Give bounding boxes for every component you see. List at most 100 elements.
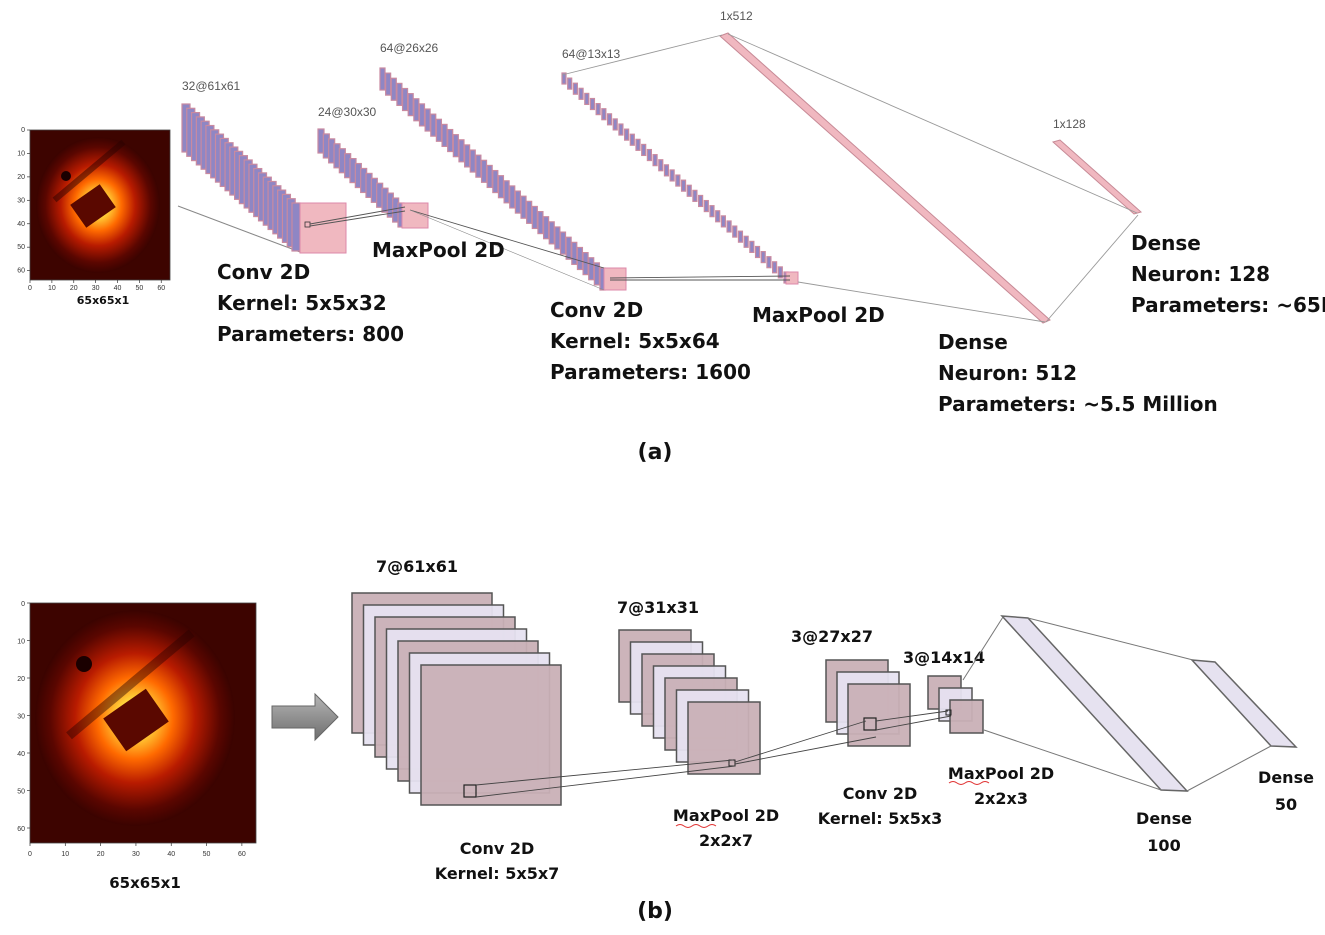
- conv1-label-a: Conv 2D Kernel: 5x5x32 Parameters: 800: [217, 260, 404, 346]
- conv2-feature-maps-a: [379, 67, 606, 291]
- input-label-a: 65x65x1: [77, 294, 129, 307]
- svg-text:2x2x3: 2x2x3: [974, 789, 1028, 808]
- svg-text:Dense: Dense: [938, 330, 1008, 354]
- pool2-map-a: [641, 143, 647, 157]
- svg-text:Kernel: 5x5x64: Kernel: 5x5x64: [550, 329, 720, 353]
- conv2-map-a: [390, 77, 397, 101]
- conv2-map-a: [464, 144, 471, 168]
- pool2-map-a: [635, 138, 641, 151]
- input-b-y-tick: 30: [17, 714, 25, 721]
- input-a-y-tick: 20: [17, 174, 25, 181]
- conv2-highlight-a: [603, 267, 627, 291]
- conv2-map-a: [509, 185, 516, 209]
- svg-text:Kernel: 5x5x7: Kernel: 5x5x7: [435, 864, 560, 883]
- svg-text:Kernel: 5x5x3: Kernel: 5x5x3: [818, 809, 943, 828]
- svg-text:MaxPool 2D: MaxPool 2D: [372, 238, 505, 262]
- input-a-x-tick: 60: [157, 285, 165, 292]
- conv2-map-a: [418, 103, 426, 127]
- pool2-map-a: [584, 92, 590, 106]
- pool1-map-b: [687, 701, 761, 775]
- svg-text:Conv 2D: Conv 2D: [843, 784, 918, 803]
- input-b-x-tick: 60: [238, 851, 246, 858]
- pool2-map-a: [720, 215, 726, 228]
- conv2-map-a: [401, 87, 409, 112]
- pool1-label-a: MaxPool 2D: [372, 238, 505, 262]
- conv2-map-a: [593, 262, 600, 286]
- conv2-map-a: [531, 205, 538, 230]
- conv2-map-a: [514, 190, 521, 214]
- conv2-map-a: [424, 108, 431, 132]
- conv2-map-a: [452, 134, 459, 158]
- conv2-map-a: [571, 241, 578, 265]
- svg-text:Dense: Dense: [1136, 809, 1192, 828]
- conv2-map-a: [503, 180, 510, 204]
- svg-text:2x2x7: 2x2x7: [699, 831, 753, 850]
- conv1-highlight-a: [299, 202, 347, 254]
- conv1-dims-b: 7@61x61: [376, 557, 458, 576]
- svg-text:Kernel: 5x5x32: Kernel: 5x5x32: [217, 291, 387, 315]
- pool2-map-a: [578, 87, 584, 100]
- input-a-y-tick: 10: [17, 150, 25, 157]
- pool2-map-a: [686, 184, 692, 197]
- conv2-map-a: [588, 257, 595, 281]
- pool2-highlight-a: [785, 271, 799, 285]
- pool2-map-a: [589, 97, 596, 111]
- input-label-b: 65x65x1: [109, 874, 181, 892]
- pool2-map-a: [743, 235, 749, 248]
- conv2-dims-a: 64@26x26: [380, 41, 439, 55]
- pool2-map-a: [618, 123, 624, 136]
- conv1-dims-a: 32@61x61: [182, 79, 241, 93]
- dense1-dims-a: 1x512: [720, 9, 753, 23]
- svg-text:Conv 2D: Conv 2D: [550, 298, 643, 322]
- pool2-map-a: [572, 82, 578, 95]
- pool2-map-a: [760, 250, 766, 264]
- svg-text:Parameters: 1600: Parameters: 1600: [550, 360, 751, 384]
- svg-text:Parameters: 800: Parameters: 800: [217, 322, 404, 346]
- pool2-map-a: [663, 164, 670, 177]
- pool2-map-a: [629, 133, 635, 146]
- pool2-map-a: [777, 266, 783, 279]
- input-b-x-tick: 40: [167, 851, 175, 858]
- input-a-y-tick: 60: [17, 268, 25, 275]
- pool1-feature-maps-b: [618, 629, 761, 775]
- pool2-map-a: [732, 225, 738, 238]
- input-b-x-tick: 20: [97, 851, 105, 858]
- input-b-y-tick: 40: [17, 751, 25, 758]
- pool2-map-a: [698, 194, 704, 208]
- conv2-map-a: [497, 175, 505, 199]
- pool2-map-a: [595, 103, 601, 116]
- pool1-dims-a: 24@30x30: [318, 105, 377, 119]
- svg-text:Neuron: 128: Neuron: 128: [1131, 262, 1270, 286]
- input-b-x-tick: 50: [203, 851, 211, 858]
- pool2-map-a: [669, 169, 675, 182]
- conv2-map-a: [492, 169, 499, 194]
- input-a-x-tick: 10: [48, 285, 56, 292]
- dense2-label-a: Dense Neuron: 128 Parameters: ~65K: [1131, 231, 1325, 317]
- conv2-map-a: [576, 246, 584, 271]
- pool2-map-a: [703, 199, 709, 213]
- pool2-map-a: [612, 118, 618, 131]
- conv2-map-a: [526, 200, 533, 224]
- conv2-kernel-window-b: [863, 717, 877, 731]
- input-heatmap-b: [29, 602, 257, 844]
- input-b-x-tick: 30: [132, 851, 140, 858]
- conv1-label-b: Conv 2D Kernel: 5x5x7: [435, 839, 560, 883]
- conv2-map-a: [486, 164, 493, 189]
- dense1-bar-a: [719, 32, 1051, 324]
- svg-text:Dense: Dense: [1131, 231, 1201, 255]
- conv2-map-a: [559, 231, 567, 255]
- pool2-map-a: [680, 179, 687, 192]
- input-heatmap-a: [29, 129, 171, 281]
- svg-text:Dense: Dense: [1258, 768, 1314, 787]
- dense2-label-b: Dense 50: [1258, 768, 1314, 814]
- conv2-map-a: [554, 226, 561, 250]
- input-b-x-tick: 0: [28, 851, 32, 858]
- svg-text:Conv 2D: Conv 2D: [217, 260, 310, 284]
- pool2-map-a: [652, 154, 658, 167]
- conv2-map-a: [458, 139, 465, 163]
- input-a-x-tick: 40: [114, 285, 122, 292]
- input-b-y-tick: 0: [21, 601, 25, 608]
- input-a-x-tick: 30: [92, 285, 100, 292]
